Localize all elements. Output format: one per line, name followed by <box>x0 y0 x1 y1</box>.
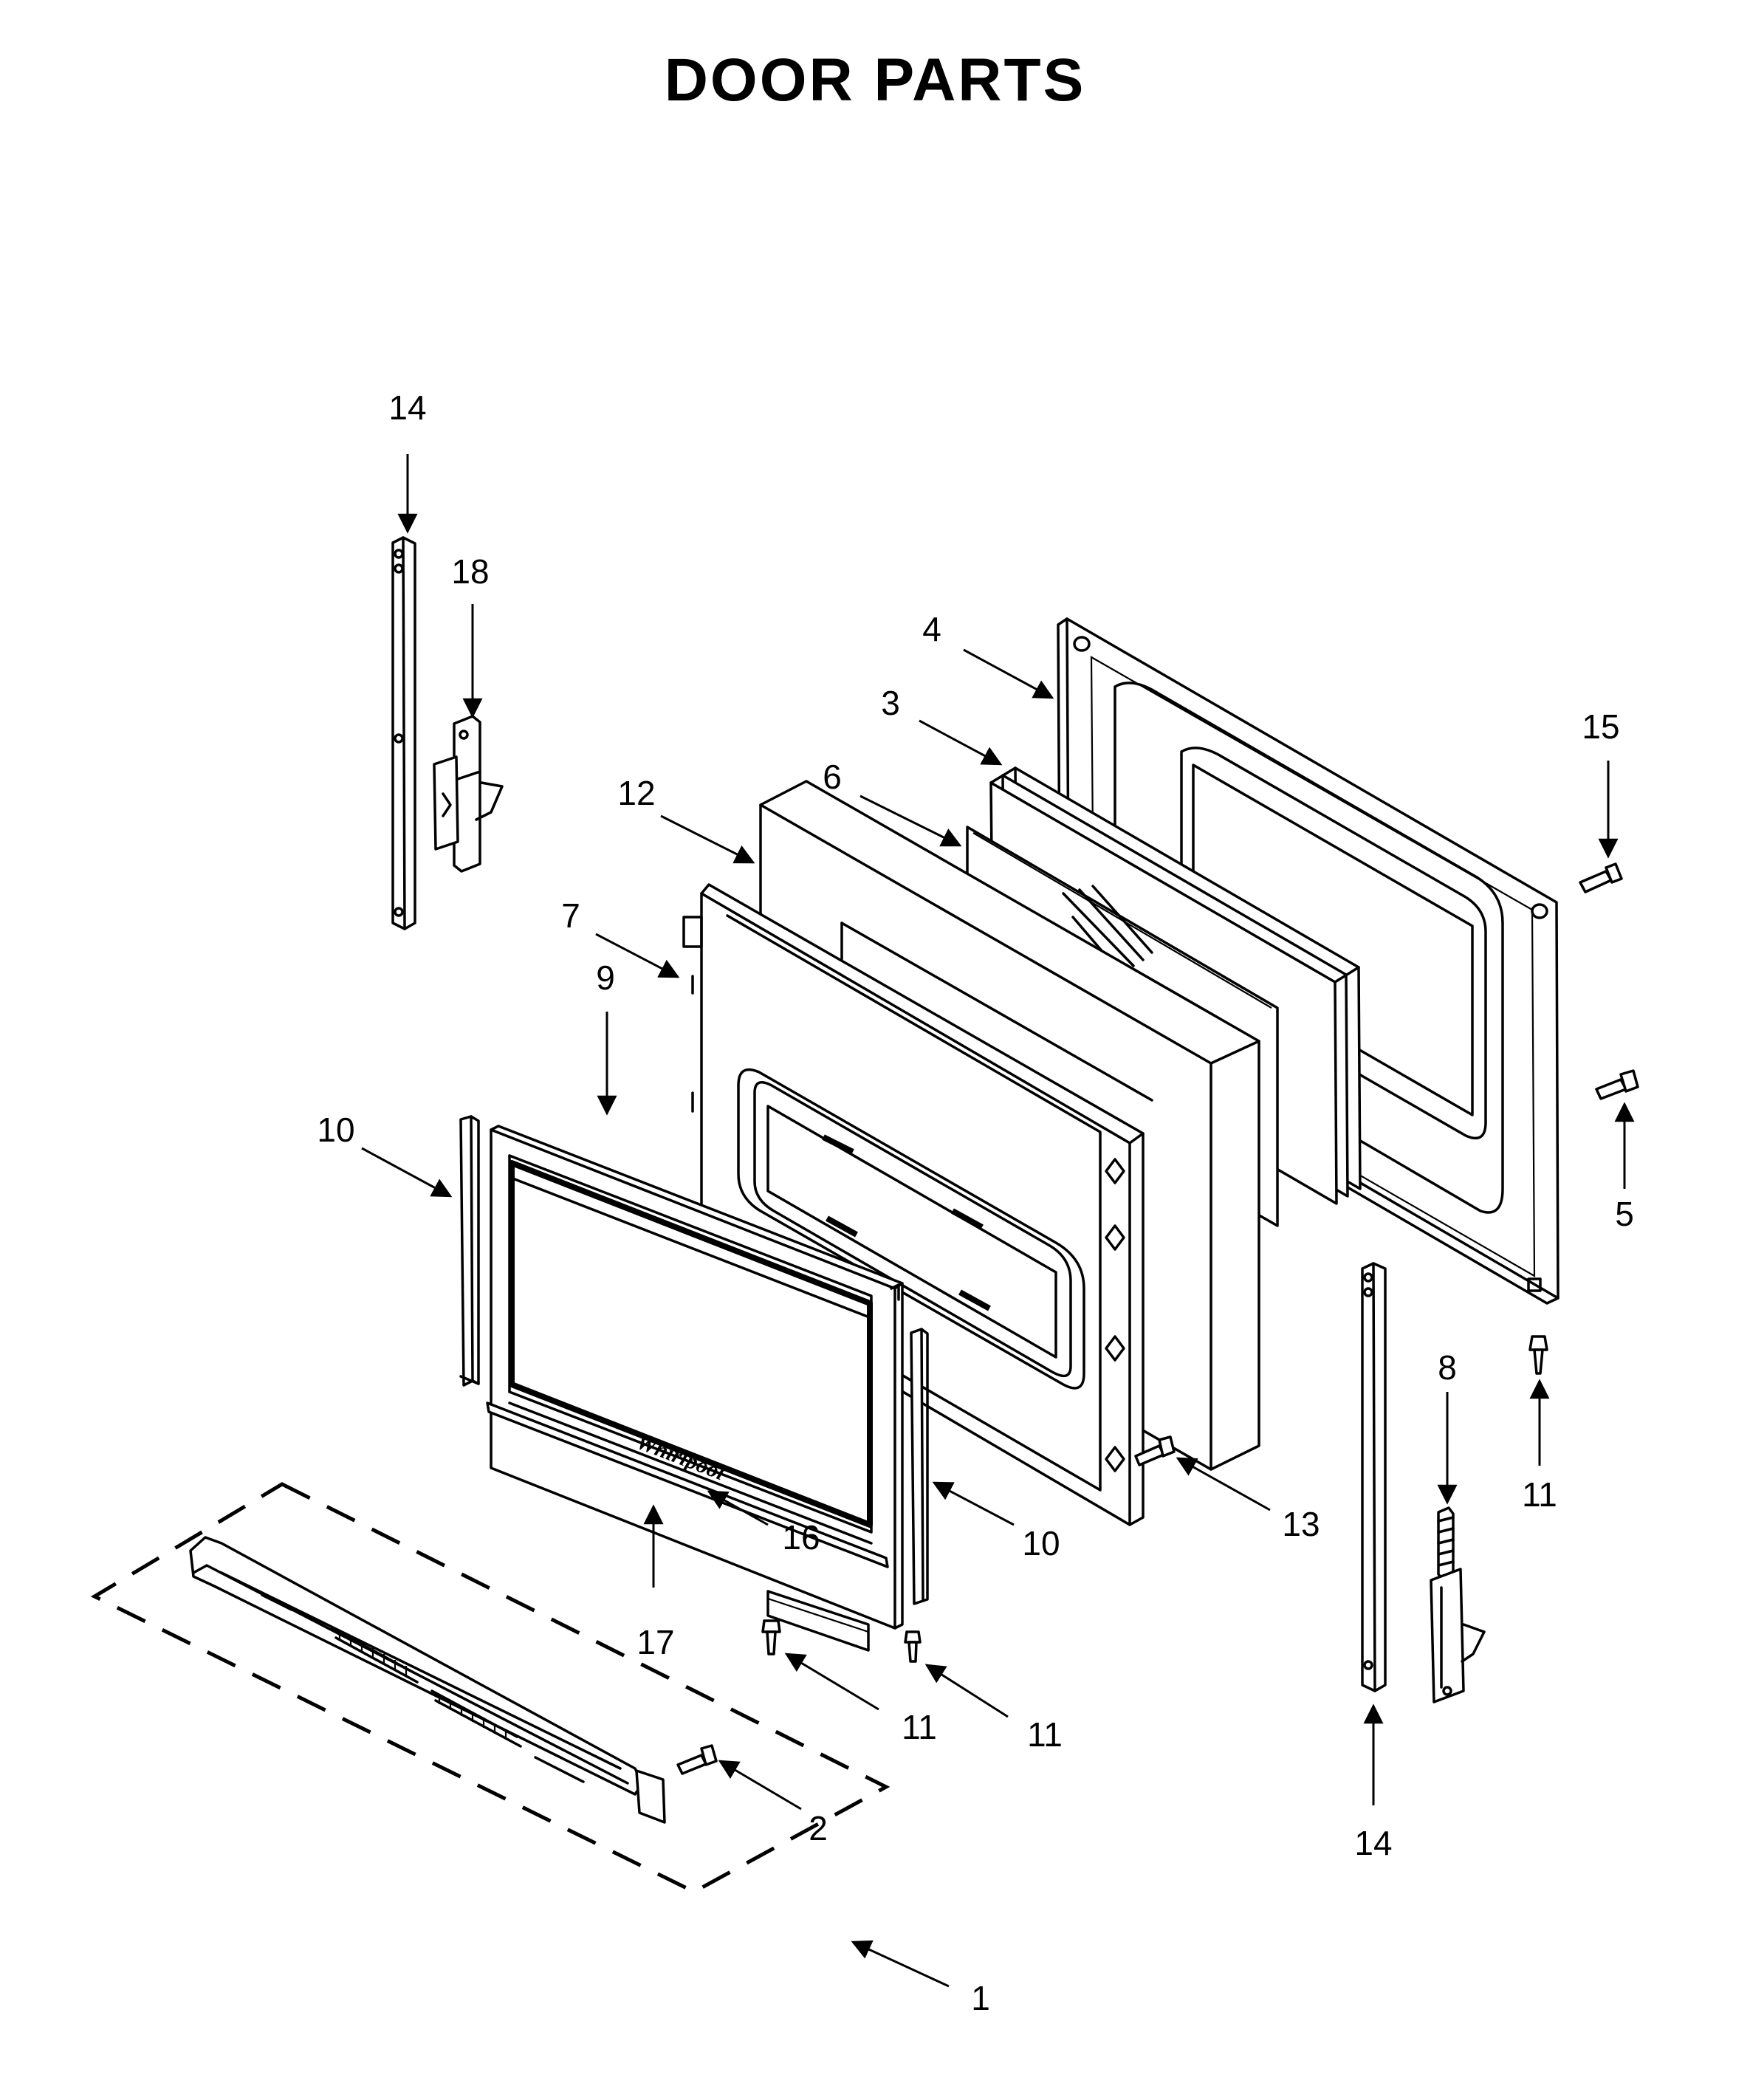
hinge-receiver-right <box>1430 1506 1486 1703</box>
screw-11-right <box>1528 1335 1548 1375</box>
bottom-trim-strip <box>486 1401 889 1568</box>
hinge-receiver-left <box>433 715 504 873</box>
leader-lines <box>361 454 1635 1988</box>
screw-2 <box>676 1744 718 1775</box>
outer-door-panel: Whirlpool <box>490 1125 904 1630</box>
callout-14-top: 14 <box>388 388 426 427</box>
door-side-trim-left <box>459 1115 480 1387</box>
callout-1: 1 <box>971 1979 990 2017</box>
callout-5: 5 <box>1615 1195 1634 1233</box>
page-title: DOOR PARTS <box>664 47 1086 114</box>
screw-13 <box>1134 1435 1176 1466</box>
callout-15: 15 <box>1582 707 1619 746</box>
callout-2: 2 <box>809 1809 828 1847</box>
callout-13: 13 <box>1282 1505 1320 1543</box>
door-side-trim-right <box>910 1328 929 1605</box>
screw-11-mid2 <box>904 1630 922 1663</box>
callout-11-mid2: 11 <box>1027 1715 1063 1754</box>
callout-8: 8 <box>1438 1348 1457 1387</box>
hinge-arm-left <box>391 536 416 930</box>
screw-5 <box>1595 1069 1639 1100</box>
callout-3: 3 <box>881 684 900 722</box>
assembly-dashed-outline <box>90 1482 891 1894</box>
callout-10-right: 10 <box>1022 1524 1060 1562</box>
callout-labels: 14 18 4 3 15 12 6 7 9 10 5 8 11 13 16 10… <box>317 388 1633 2017</box>
hinge-arm-right <box>1361 1262 1387 1692</box>
callout-12: 12 <box>617 774 655 812</box>
callout-17: 17 <box>636 1623 674 1661</box>
callout-9: 9 <box>596 958 615 997</box>
callout-7: 7 <box>561 896 580 935</box>
callout-11-mid1: 11 <box>902 1708 937 1746</box>
callout-14-bottom: 14 <box>1354 1824 1392 1862</box>
screw-11-mid1 <box>761 1619 781 1655</box>
screw-15 <box>1579 862 1623 893</box>
door-handle-trim <box>189 1536 666 1824</box>
callout-10-left: 10 <box>317 1111 354 1149</box>
vent-trim <box>766 1590 870 1652</box>
callout-16: 16 <box>782 1518 820 1557</box>
callout-6: 6 <box>823 758 842 796</box>
callout-4: 4 <box>922 610 941 648</box>
callout-18: 18 <box>451 552 489 591</box>
callout-11-right: 11 <box>1522 1475 1557 1514</box>
